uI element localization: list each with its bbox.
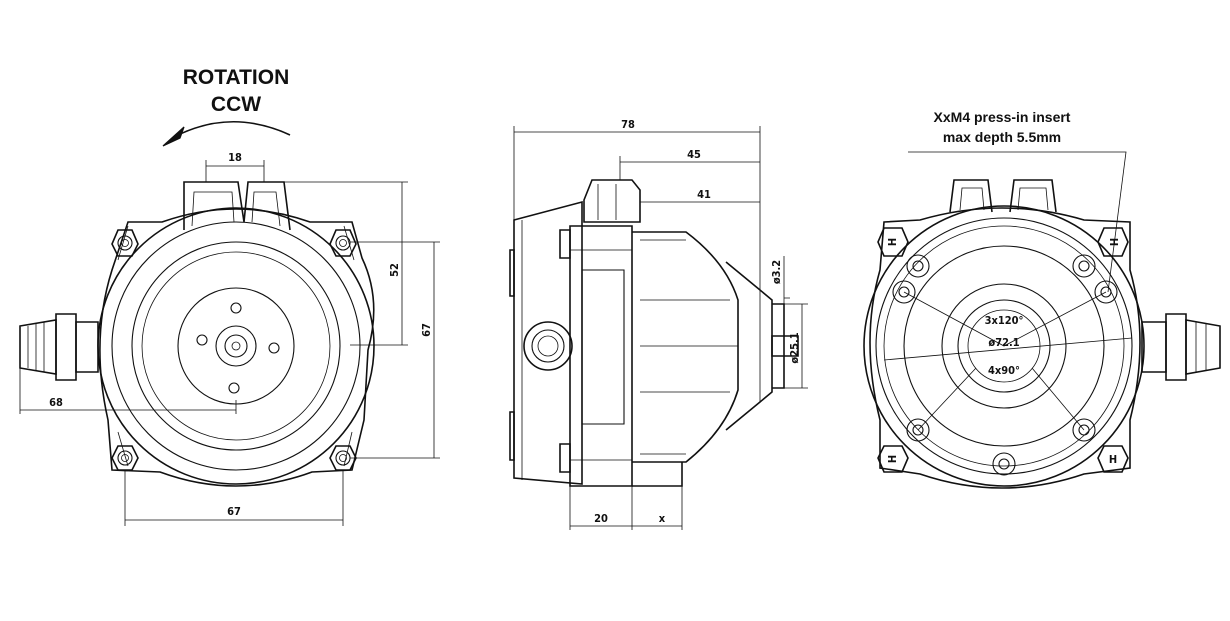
mount-hole <box>906 418 930 442</box>
dim-var-x: x <box>659 512 666 525</box>
dim-depth-41: 41 <box>697 188 711 201</box>
dim-pattern-3x120: 3x120° <box>985 314 1024 327</box>
front-view: ROTATION CCW <box>19 66 440 526</box>
rotation-label-line2: CCW <box>211 93 261 116</box>
dim-hub-diameter: ø25.1 <box>788 332 801 363</box>
mount-hole <box>1094 280 1118 304</box>
dim-height-52: 52 <box>388 263 401 277</box>
insert-mark-h: H <box>886 455 899 463</box>
insert-mark-h: H <box>1107 238 1120 246</box>
insert-note-line2: max depth 5.5mm <box>943 129 1061 145</box>
rear-view: XxM4 press-in insert max depth 5.5mm <box>863 109 1221 489</box>
mount-hole <box>892 280 916 304</box>
rear-dimensions: 3x120° ø72.1 4x90° <box>985 314 1024 377</box>
dim-shaft-diameter: ø3.2 <box>770 260 783 284</box>
dim-height-67: 67 <box>420 323 433 337</box>
dim-overall-78: 78 <box>621 118 635 131</box>
rotation-label-line1: ROTATION <box>183 66 290 89</box>
front-dimensions: 18 52 67 68 67 <box>19 151 440 526</box>
insert-leader-line <box>908 151 1127 293</box>
insert-mark-h: H <box>886 238 899 246</box>
mount-hole <box>992 452 1016 476</box>
dim-width-67: 67 <box>227 505 241 518</box>
mount-hole <box>1072 254 1096 278</box>
insert-marker-top-left: H <box>877 227 909 257</box>
side-dimensions: 78 45 41 ø3.2 ø25.1 20 x <box>513 118 808 530</box>
rotation-arrow-icon <box>162 120 291 147</box>
insert-note-line1: XxM4 press-in insert <box>934 109 1071 125</box>
dim-pcd: ø72.1 <box>988 336 1019 349</box>
mount-hole <box>1072 418 1096 442</box>
dim-offset-68: 68 <box>49 396 63 409</box>
motor-front-body <box>19 181 375 487</box>
insert-marker-top-right: H <box>1097 227 1129 257</box>
dim-pattern-4x90: 4x90° <box>988 364 1020 377</box>
insert-marker-bottom-right: H <box>1097 445 1129 473</box>
dim-depth-45: 45 <box>687 148 701 161</box>
dim-flange-20: 20 <box>594 512 608 525</box>
motor-rear-body <box>863 179 1221 489</box>
insert-marker-bottom-left: H <box>877 445 909 473</box>
side-view: 78 45 41 ø3.2 ø25.1 20 x <box>509 118 808 530</box>
insert-mark-h: H <box>1109 453 1117 466</box>
dim-slot-width: 18 <box>228 151 242 164</box>
mount-hole <box>906 254 930 278</box>
motor-side-body <box>509 179 799 487</box>
